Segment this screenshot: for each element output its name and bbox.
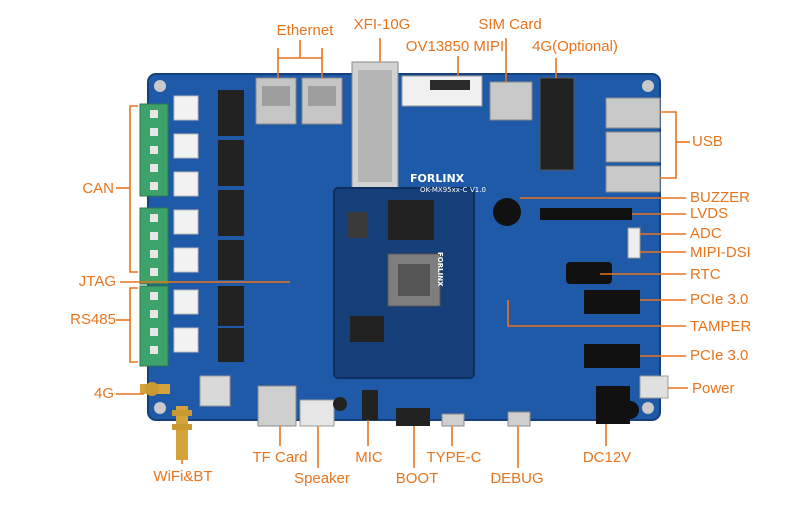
label-dc12v: DC12V [582, 449, 632, 466]
label-mipi-dsi: MIPI-DSI [690, 244, 751, 261]
label-jtag: JTAG [78, 273, 116, 290]
label-wifi-bt: WiFi&BT [153, 468, 213, 485]
antenna-4g [140, 382, 170, 396]
label-rs485: RS485 [70, 311, 116, 328]
label-usb: USB [692, 133, 723, 150]
board-brand: FORLINX [410, 172, 465, 185]
antenna-wifi [172, 406, 192, 460]
label-4g-optional: 4G(Optional) [532, 38, 618, 55]
label-ethernet: Ethernet [276, 22, 334, 39]
ethernet-jacks [255, 77, 343, 125]
label-sim: SIM Card [478, 16, 542, 33]
usb-ports [605, 97, 661, 193]
callout-lines [116, 38, 690, 468]
label-4g: 4G [93, 385, 114, 402]
label-pcie-1: PCIe 3.0 [690, 291, 749, 308]
label-type-c: TYPE-C [426, 449, 482, 466]
label-boot: BOOT [395, 470, 439, 487]
label-debug: DEBUG [490, 470, 544, 487]
label-adc: ADC [690, 225, 722, 242]
system-on-module [333, 187, 475, 379]
som-brand: FORLINX [436, 252, 444, 287]
can-terminals [139, 103, 169, 367]
label-tamper: TAMPER [690, 318, 752, 335]
label-mic: MIC [355, 449, 383, 466]
board-version: V1.0 [470, 186, 486, 194]
label-pcie-2: PCIe 3.0 [690, 347, 749, 364]
label-lvds: LVDS [690, 205, 729, 222]
label-power: Power [692, 380, 735, 397]
label-ov13850: OV13850 MIPI [405, 38, 505, 55]
label-buzzer: BUZZER [690, 189, 750, 206]
sfp-cage [351, 61, 399, 191]
label-tf-card: TF Card [252, 449, 308, 466]
label-speaker: Speaker [294, 470, 350, 487]
label-can: CAN [82, 180, 114, 197]
label-rtc: RTC [690, 266, 721, 283]
label-xfi: XFI-10G [353, 16, 411, 33]
board-model: OK-MX95xx-C [420, 186, 468, 194]
